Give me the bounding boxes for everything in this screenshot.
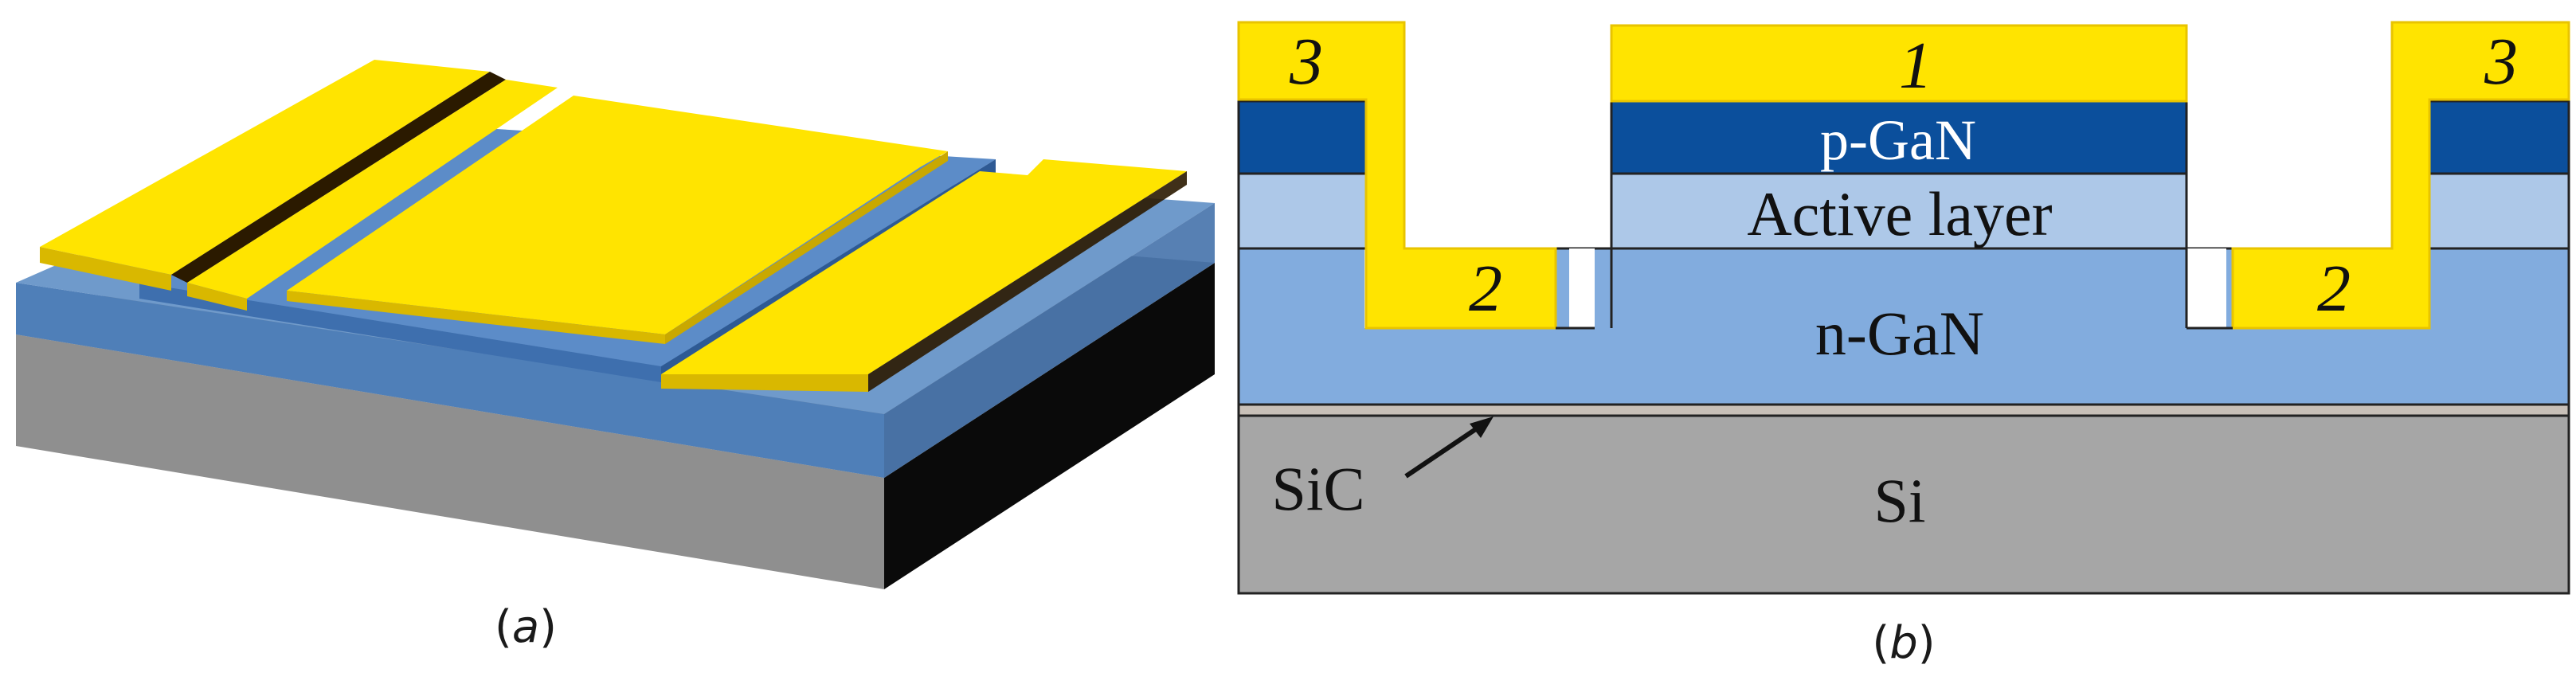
contact-1 — [1610, 24, 2188, 103]
contact-label-outer-left: 3 — [1289, 25, 1323, 99]
contact-label-bottom-right: 2 — [2317, 252, 2351, 326]
panel-b-caption: (b) — [1824, 617, 1983, 669]
sic-arrow-head — [1470, 416, 1494, 438]
etch-gap-left-inner — [1569, 248, 1595, 328]
contact-narrow-left — [187, 80, 558, 299]
n-gan-right-face — [884, 203, 1215, 478]
active-layer-center — [1610, 172, 2188, 250]
sic-arrow-line — [1404, 421, 1486, 479]
sic-layer — [1237, 403, 2570, 417]
contact-label-outer-right: 3 — [2484, 25, 2518, 99]
contact-top-pad-front — [287, 291, 665, 344]
active-layer-left — [1237, 172, 1368, 250]
panel-a-caption: (a) — [446, 601, 605, 653]
etch-gap-right-inner — [2186, 248, 2226, 328]
active-layer-right — [2428, 172, 2570, 250]
mesa-front-face — [139, 283, 661, 382]
si-substrate-front-face — [16, 334, 884, 589]
p-gan-layer-center — [1610, 100, 2188, 175]
si-label: Si — [1873, 466, 1925, 535]
contact-narrow-left-front — [187, 283, 247, 311]
si-layer — [1237, 413, 2570, 595]
caption-close-paren: ) — [1917, 617, 1936, 669]
contact-strip-left-front — [40, 247, 171, 291]
contact-right-strip — [661, 159, 1187, 374]
caption-letter: a — [511, 601, 540, 653]
contact-3-2-right — [2231, 21, 2570, 330]
n-gan-front-face — [16, 283, 884, 478]
sic-label: SiC — [1271, 454, 1364, 523]
p-gan-layer-right — [2428, 100, 2570, 175]
panel-a-3d-device — [16, 60, 1215, 589]
contact-label-bottom-left: 2 — [1469, 252, 1502, 326]
contact-gap-shadow — [171, 72, 506, 283]
contact-strip-left — [40, 60, 490, 275]
contact-top-pad-right — [665, 151, 948, 344]
caption-letter: b — [1889, 617, 1918, 669]
contact-label-top: 1 — [1899, 29, 1932, 103]
p-gan-label: p-GaN — [1820, 108, 1976, 172]
active-layer-label: Active layer — [1747, 179, 2052, 248]
contact-right-strip-side — [868, 171, 1187, 392]
caption-open-paren: ( — [1872, 617, 1890, 669]
contact-right-strip-front — [661, 374, 868, 392]
p-gan-layer-left — [1237, 100, 1368, 175]
si-substrate-right-face — [884, 263, 1215, 589]
caption-close-paren: ) — [539, 601, 558, 653]
caption-open-paren: ( — [494, 601, 512, 653]
panel-b-cross-section: 3 1 3 2 2 p-GaN Active layer n-GaN Si Si… — [1237, 21, 2570, 595]
n-gan-label: n-GaN — [1815, 299, 1984, 368]
contact-top-pad — [287, 96, 948, 334]
